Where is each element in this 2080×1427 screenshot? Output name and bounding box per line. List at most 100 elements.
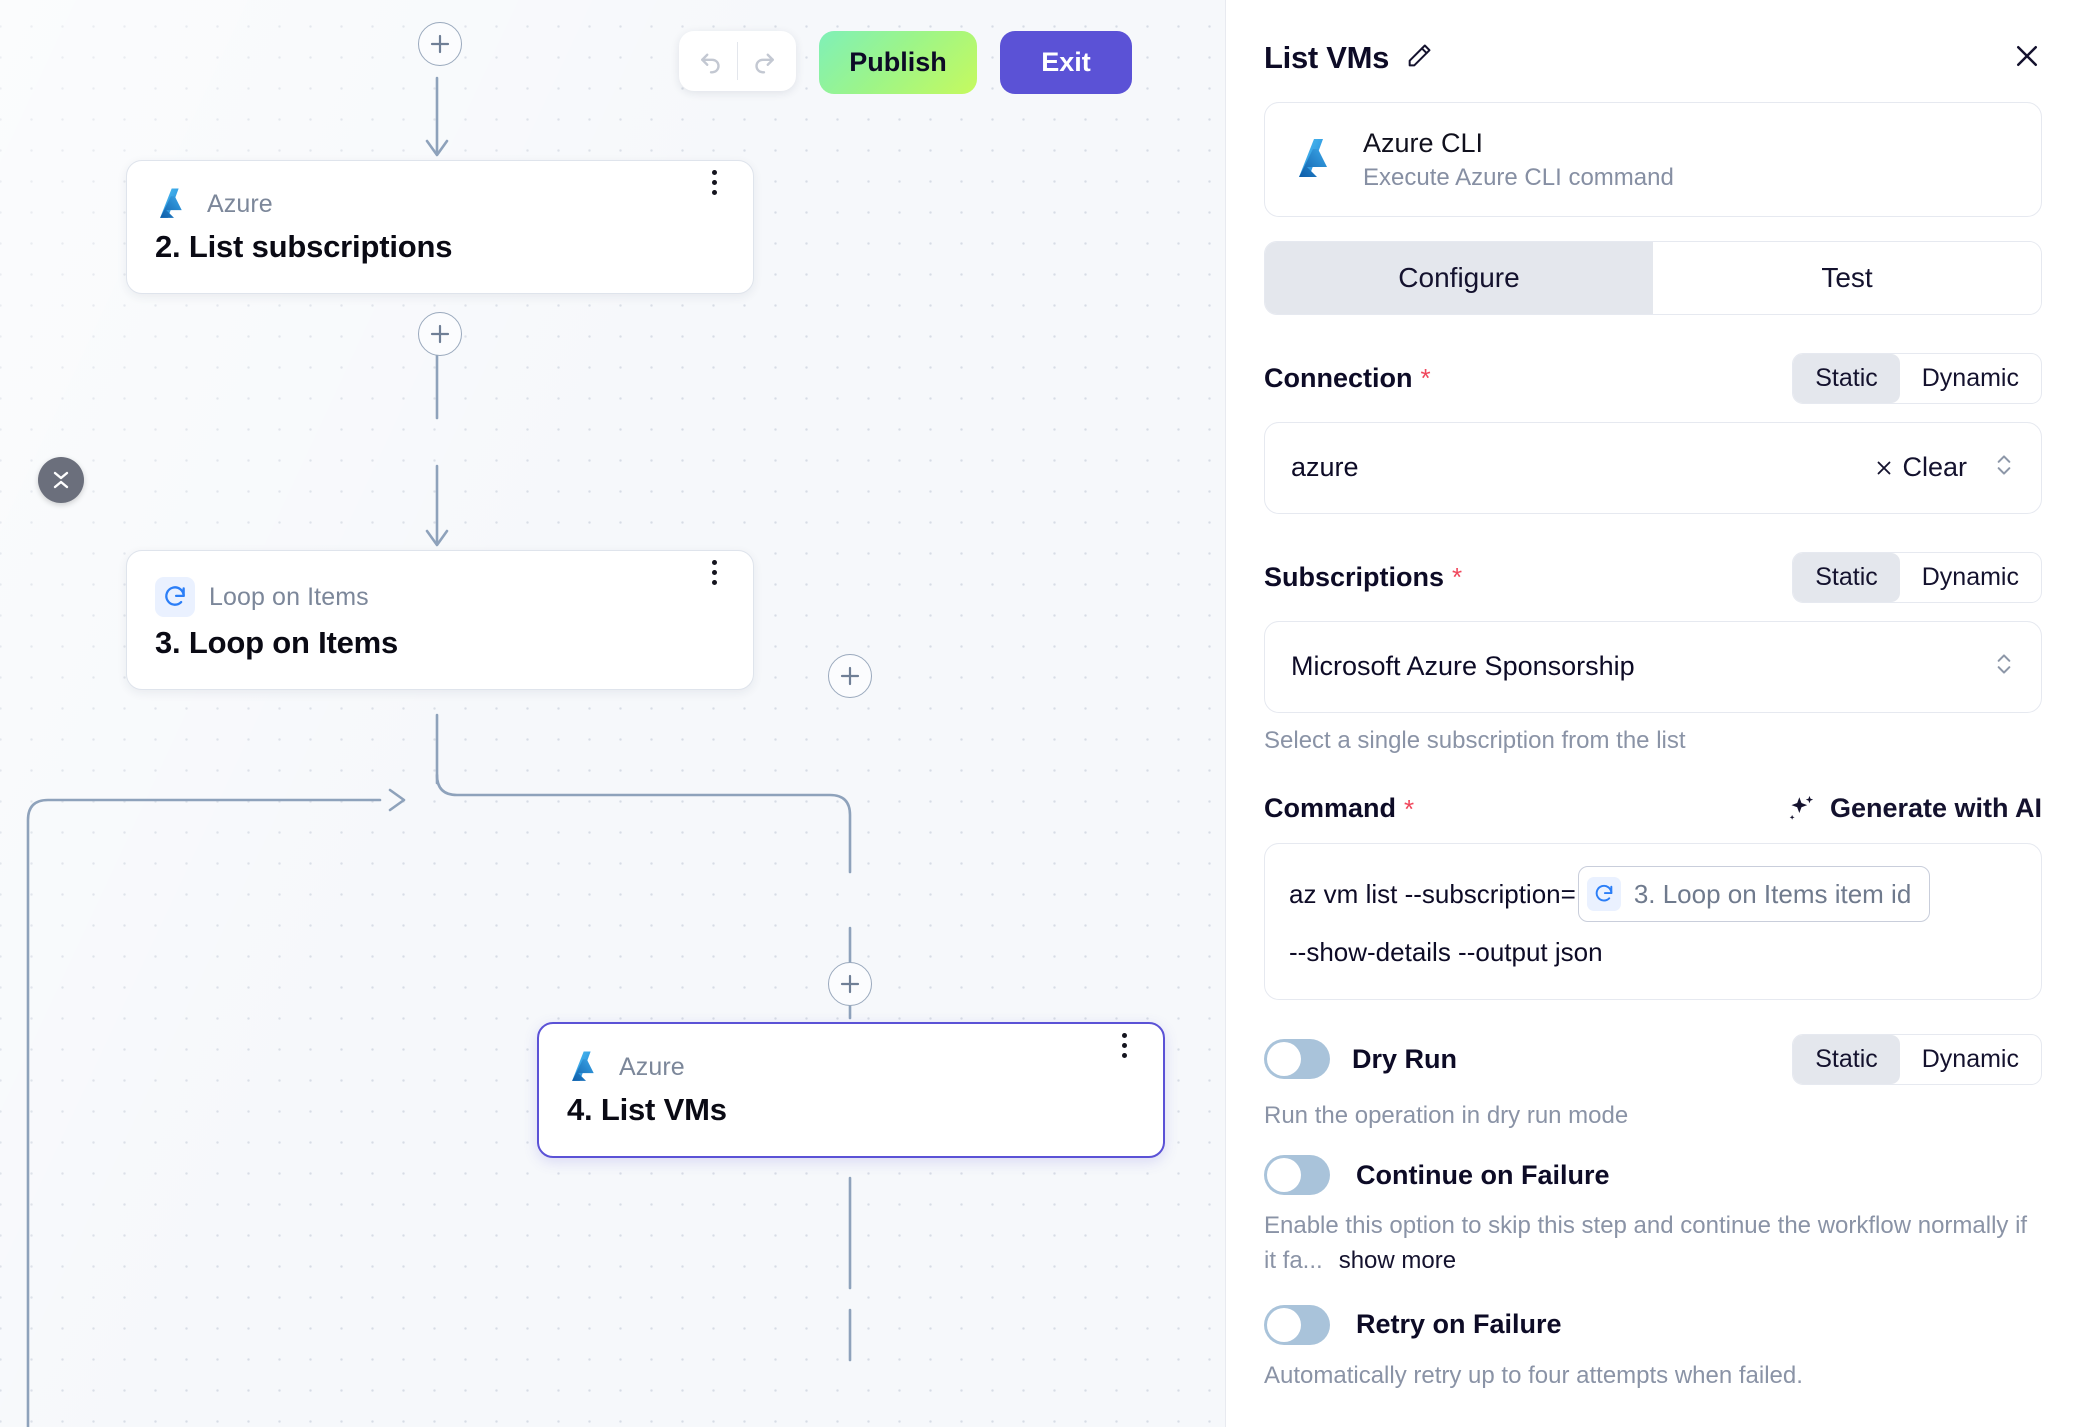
- close-x-icon: [1878, 461, 1891, 475]
- panel-tabs: Configure Test: [1264, 240, 2042, 315]
- chevron-updown-icon[interactable]: [1993, 450, 2015, 485]
- exit-button[interactable]: Exit: [1000, 31, 1132, 94]
- command-variable-chip[interactable]: 3. Loop on Items item id: [1577, 865, 1931, 923]
- continue-on-failure-text: Enable this option to skip this step and…: [1264, 1212, 2028, 1275]
- required-asterisk: *: [1420, 363, 1431, 394]
- azure-icon: [1299, 139, 1327, 178]
- loop-refresh-icon: [1586, 877, 1621, 912]
- plus-icon: [840, 974, 860, 994]
- tab-test[interactable]: Test: [1653, 241, 2041, 314]
- panel-title: List VMs: [1264, 40, 1390, 75]
- connection-label: Connection: [1264, 362, 1413, 393]
- continue-on-failure-toggle[interactable]: [1264, 1155, 1330, 1196]
- generate-with-ai-label: Generate with AI: [1829, 793, 2042, 824]
- subscriptions-hint: Select a single subscription from the li…: [1264, 726, 1686, 754]
- pencil-icon[interactable]: [1405, 42, 1433, 75]
- retry-on-failure-row: Retry on Failure: [1264, 1304, 2042, 1345]
- command-text-after: --show-details --output json: [1289, 937, 1603, 968]
- add-step-button-loop-body[interactable]: [828, 654, 872, 698]
- connection-mode-static[interactable]: Static: [1793, 353, 1900, 403]
- workflow-canvas[interactable]: Azure 2. List subscriptions Loop on Item…: [0, 0, 1225, 1427]
- required-asterisk: *: [1452, 562, 1463, 593]
- node-header: Azure: [127, 161, 753, 221]
- show-more-link[interactable]: show more: [1338, 1247, 1457, 1275]
- dry-run-mode-toggle: Static Dynamic: [1792, 1033, 2042, 1085]
- undo-arrow-icon: [701, 53, 720, 74]
- generate-with-ai-button[interactable]: Generate with AI: [1786, 793, 2042, 825]
- connection-mode-toggle: Static Dynamic: [1792, 352, 2042, 404]
- dry-run-description: Run the operation in dry run mode: [1264, 1101, 1629, 1129]
- subscriptions-label-row: Subscriptions * Static Dynamic: [1264, 551, 2042, 603]
- node-type-label: Azure: [619, 1052, 685, 1081]
- retry-on-failure-label: Retry on Failure: [1356, 1309, 1562, 1340]
- node-type-label: Azure: [207, 189, 273, 218]
- clear-connection-button[interactable]: Clear: [1873, 452, 1967, 483]
- azure-icon: [572, 1051, 594, 1081]
- subscriptions-mode-dynamic[interactable]: Dynamic: [1921, 562, 2019, 591]
- continue-on-failure-label: Continue on Failure: [1356, 1159, 1610, 1190]
- redo-button[interactable]: [738, 35, 790, 87]
- command-text-before: az vm list --subscription=: [1289, 878, 1576, 909]
- command-label-row: Command * Generate with AI: [1264, 793, 2042, 825]
- azure-icon: [160, 188, 182, 218]
- dry-run-label: Dry Run: [1352, 1043, 1458, 1074]
- add-step-button-between-2-3[interactable]: [418, 312, 462, 356]
- node-title: 4. List VMs: [567, 1092, 727, 1127]
- dry-run-row: Dry Run Static Dynamic: [1264, 1033, 2042, 1085]
- retry-on-failure-toggle[interactable]: [1264, 1304, 1330, 1345]
- collapse-loop-button[interactable]: [38, 457, 84, 503]
- undo-button[interactable]: [685, 35, 737, 87]
- operation-card: Azure CLI Execute Azure CLI command: [1264, 102, 2042, 217]
- connection-mode-dynamic[interactable]: Dynamic: [1921, 363, 2019, 392]
- step-config-panel: List VMs Azure CLI: [1225, 0, 2080, 1427]
- connection-select[interactable]: azure Clear: [1264, 421, 2042, 514]
- sparkle-icon: [1789, 795, 1814, 820]
- collapse-chevrons-icon: [53, 471, 69, 489]
- dry-run-mode-static[interactable]: Static: [1793, 1034, 1900, 1084]
- loop-refresh-icon: [155, 577, 195, 617]
- add-step-button-top[interactable]: [418, 22, 462, 66]
- node-menu-button[interactable]: [701, 165, 727, 199]
- subscriptions-value: Microsoft Azure Sponsorship: [1291, 651, 1635, 682]
- node-type-label: Loop on Items: [209, 582, 369, 611]
- retry-on-failure-description: Automatically retry up to four attempts …: [1264, 1361, 1803, 1389]
- clear-label: Clear: [1902, 452, 1967, 483]
- subscriptions-mode-static[interactable]: Static: [1793, 552, 1900, 602]
- workflow-node-loop-on-items[interactable]: Loop on Items 3. Loop on Items: [126, 550, 754, 690]
- redo-arrow-icon: [755, 53, 774, 74]
- required-asterisk: *: [1404, 793, 1415, 824]
- plus-icon: [430, 34, 450, 54]
- plus-icon: [840, 666, 860, 686]
- command-variable-label: 3. Loop on Items item id: [1633, 878, 1912, 909]
- node-title: 2. List subscriptions: [155, 229, 453, 264]
- operation-description: Execute Azure CLI command: [1363, 163, 1674, 191]
- add-step-button-after-4[interactable]: [828, 962, 872, 1006]
- config-form: Connection * Static Dynamic azure Clear: [1226, 352, 2080, 1394]
- dry-run-mode-dynamic[interactable]: Dynamic: [1921, 1044, 2019, 1073]
- subscriptions-label: Subscriptions: [1264, 561, 1445, 592]
- continue-on-failure-row: Continue on Failure: [1264, 1155, 2042, 1196]
- operation-name: Azure CLI: [1363, 128, 1484, 158]
- close-icon[interactable]: [2012, 41, 2042, 76]
- panel-header: List VMs: [1226, 0, 2080, 76]
- subscriptions-mode-toggle: Static Dynamic: [1792, 551, 2042, 603]
- node-title: 3. Loop on Items: [155, 625, 399, 660]
- connection-label-row: Connection * Static Dynamic: [1264, 352, 2042, 404]
- workflow-node-list-subscriptions[interactable]: Azure 2. List subscriptions: [126, 160, 754, 294]
- connection-value: azure: [1291, 452, 1359, 483]
- undo-redo-group: [679, 31, 796, 91]
- dry-run-toggle[interactable]: [1264, 1039, 1330, 1080]
- tab-configure[interactable]: Configure: [1265, 241, 1653, 314]
- plus-icon: [430, 324, 450, 344]
- command-label: Command: [1264, 793, 1397, 824]
- node-menu-button[interactable]: [1111, 1028, 1137, 1062]
- command-editor[interactable]: az vm list --subscription= 3. Loop on It…: [1264, 842, 2042, 1000]
- node-header: Azure: [539, 1024, 1163, 1084]
- chevron-updown-icon[interactable]: [1993, 649, 2015, 684]
- workflow-node-list-vms[interactable]: Azure 4. List VMs: [537, 1022, 1165, 1158]
- canvas-toolbar: Publish Exit: [679, 31, 1132, 94]
- subscriptions-select[interactable]: Microsoft Azure Sponsorship: [1264, 620, 2042, 713]
- node-menu-button[interactable]: [701, 555, 727, 589]
- publish-button[interactable]: Publish: [819, 31, 977, 94]
